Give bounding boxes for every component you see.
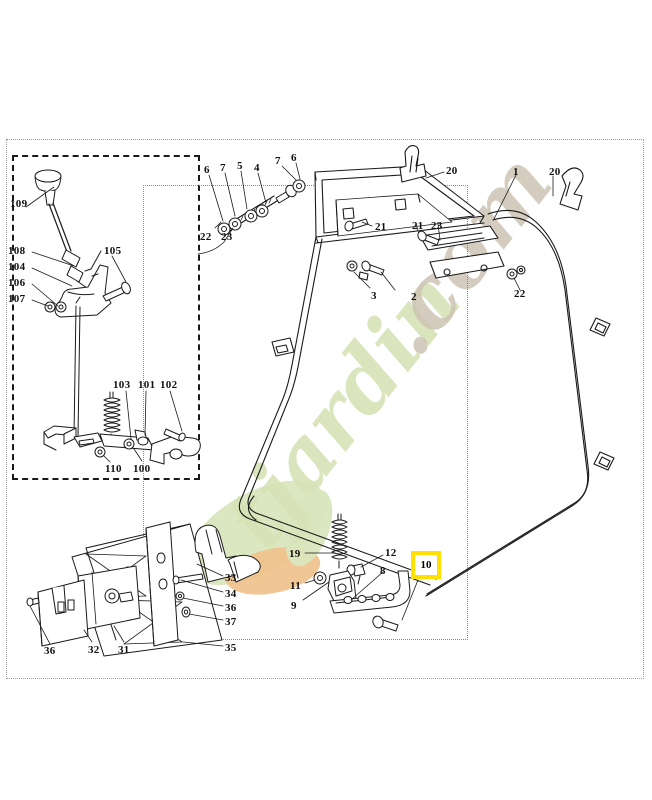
callout-106-upper: 106	[8, 277, 26, 289]
callout-103: 103	[113, 379, 131, 391]
callout-20-right: 20	[549, 166, 561, 178]
callout-4: 4	[254, 162, 260, 174]
callout-19: 19	[289, 548, 301, 560]
callout-32: 32	[88, 644, 100, 656]
callout-35: 35	[225, 642, 237, 654]
top-fastener-row	[198, 163, 305, 254]
callout-22-right: 22	[514, 288, 526, 300]
callout-12: 12	[385, 547, 397, 559]
catcher-frame	[239, 146, 614, 596]
callout-22-left: 22	[200, 231, 212, 243]
lower-linkage-assembly	[44, 391, 200, 464]
callout-6-right: 6	[291, 152, 297, 164]
callout-33: 33	[225, 572, 237, 584]
lever-assembly	[303, 514, 418, 631]
callout-102: 102	[160, 379, 178, 391]
callout-6-left: 6	[204, 164, 210, 176]
callout-21-left: 21	[375, 221, 387, 233]
callout-108: 108	[8, 245, 26, 257]
highlighted-callout-10[interactable]: 10	[411, 551, 441, 579]
callout-110: 110	[105, 463, 122, 475]
callout-23-left: 23	[221, 231, 233, 243]
callout-34: 34	[225, 588, 237, 600]
callout-23-right: 23	[431, 220, 443, 232]
callout-20-left: 20	[446, 165, 458, 177]
callout-107: 107	[8, 293, 26, 305]
callout-31: 31	[118, 644, 130, 656]
callout-104: 104	[8, 261, 26, 273]
mounting-bracket-assembly	[27, 522, 260, 656]
callout-5: 5	[237, 160, 243, 172]
callout-109: 109	[10, 198, 28, 210]
callout-3: 3	[371, 290, 377, 302]
callout-105: 105	[104, 245, 122, 257]
callout-21-right: 21	[412, 220, 424, 232]
callout-100: 100	[133, 463, 151, 475]
callout-7-left: 7	[220, 162, 226, 174]
main-detail-box	[143, 185, 468, 640]
callout-101: 101	[138, 379, 156, 391]
callout-1: 1	[513, 166, 519, 178]
callout-11: 11	[290, 580, 301, 592]
page-border	[6, 139, 644, 679]
callout-9: 9	[291, 600, 297, 612]
frame-fasteners	[344, 219, 520, 290]
callout-7-right: 7	[275, 155, 281, 167]
callout-8: 8	[380, 565, 386, 577]
sub-assembly-box	[12, 155, 200, 480]
callout-37: 37	[225, 616, 237, 628]
callout-36-right: 36	[225, 602, 237, 614]
shift-lever-assembly	[35, 170, 132, 437]
callout-36-left: 36	[44, 645, 56, 657]
callout-2: 2	[411, 291, 417, 303]
